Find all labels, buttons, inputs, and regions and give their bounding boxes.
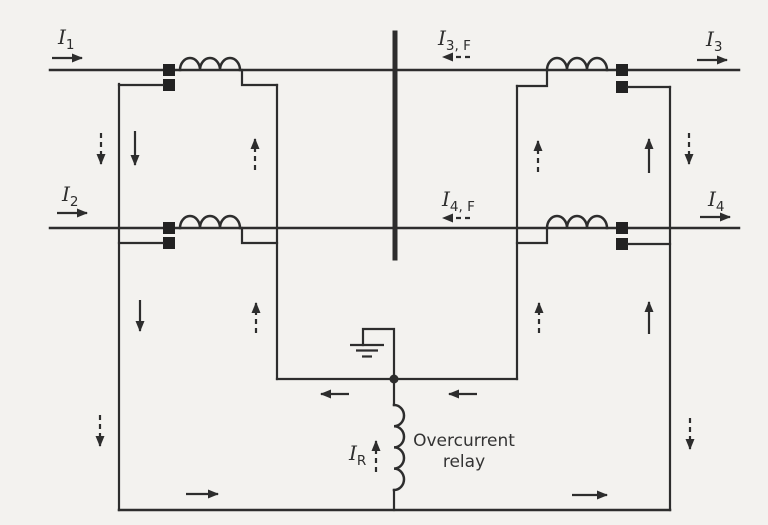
label-i3: I3 <box>705 27 723 55</box>
ct-polarity-mark <box>616 64 628 76</box>
ct-polarity-mark <box>163 64 175 76</box>
ct-coil <box>545 214 609 230</box>
fault-current-arrows <box>371 52 470 472</box>
ct-polarity-mark <box>616 222 628 234</box>
ct-secondary-wire <box>515 68 549 88</box>
ct-coil <box>178 56 242 72</box>
ct-coil <box>178 214 242 230</box>
ct-polarity-mark <box>616 238 628 250</box>
ct-polarity-mark <box>616 81 628 93</box>
ct-line1-right <box>515 56 672 93</box>
flow-arrows-upper <box>96 131 694 173</box>
label-i3f: I3, F <box>437 26 471 54</box>
secondary-loop <box>117 82 672 512</box>
overcurrent-relay: Overcurrent relay <box>392 377 515 512</box>
current-labels: I1 I2 I3 I4 I3, F I4, F IR <box>57 25 725 469</box>
label-ir: IR <box>348 441 366 469</box>
ct-polarity-mark <box>163 222 175 234</box>
relay-label-line1: Overcurrent <box>413 431 515 451</box>
ct-secondary-wire <box>240 68 279 87</box>
flow-arrows-middle <box>135 300 654 334</box>
line-current-arrows <box>52 53 731 222</box>
label-i1: I1 <box>57 25 75 53</box>
ct-line1-left <box>117 56 279 91</box>
relay-coil <box>392 403 406 492</box>
label-i4f: I4, F <box>441 187 475 215</box>
ground-lead <box>361 327 396 381</box>
feeder-lines <box>48 30 741 261</box>
ct-secondary-wire <box>240 226 279 245</box>
ct-line2-right <box>515 214 672 250</box>
label-i2: I2 <box>61 182 79 210</box>
label-i4: I4 <box>707 187 725 215</box>
ct-polarity-mark <box>163 237 175 249</box>
ct-coil <box>545 56 609 72</box>
ct-polarity-mark <box>163 79 175 91</box>
ct-line2-left <box>117 214 279 249</box>
ct-secondary-wire <box>515 226 549 245</box>
ground-symbol <box>350 327 396 381</box>
flow-arrows-lower <box>95 389 695 500</box>
relay-label-line2: relay <box>443 452 485 472</box>
